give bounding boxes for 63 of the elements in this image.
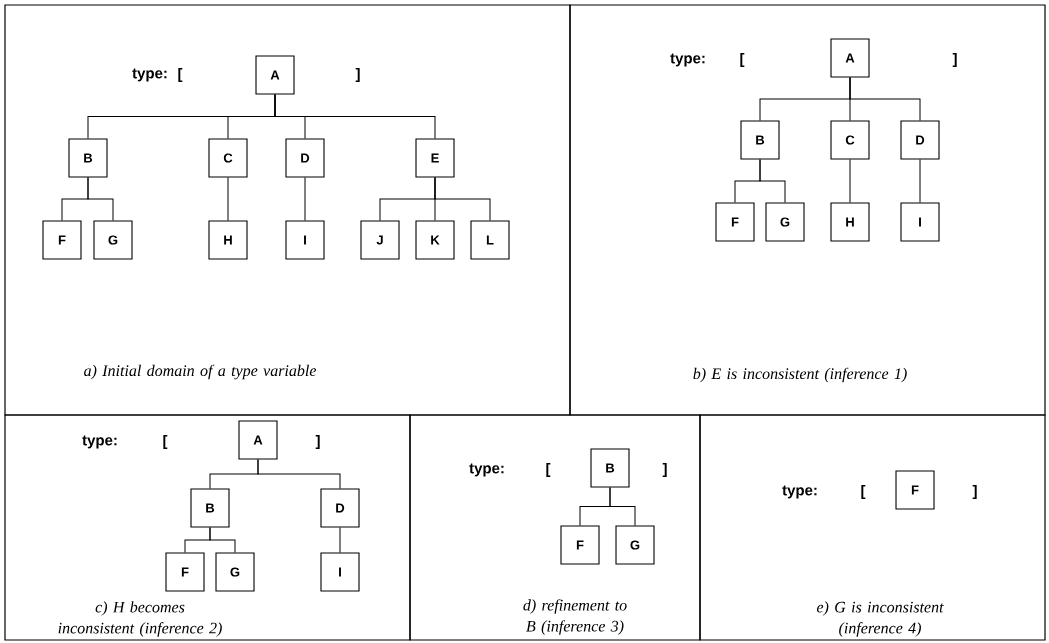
tree-connector [209,527,236,553]
bracket: ] [972,485,977,499]
panel-label: c) H becomes inconsistent (inference 2) [58,601,222,637]
type-box: F [895,470,935,510]
type-box: D [285,138,325,178]
tree-connector [434,177,491,221]
type-box: G [765,202,805,242]
type-label: type: [782,485,817,499]
tree-connector [609,487,636,526]
tree-connector [339,527,341,553]
panel-label: e) G is inconsistent (inference 4) [816,601,944,637]
panel-label: a) Initial domain of a type variable [84,364,317,380]
tree-connector [849,159,851,203]
panel-label: b) E is inconsistent (inference 1) [693,367,907,383]
tree-connector [304,177,306,221]
panel-label: d) refinement to B (inference 3) [523,599,627,635]
type-box: F [165,552,205,592]
tree-connector [87,177,114,221]
type-box: D [320,488,360,528]
type-box: H [830,202,870,242]
type-label: type: [82,435,117,449]
tree-connector [274,94,436,139]
bracket: ] [952,53,957,67]
type-box: C [830,120,870,160]
bracket: [ [546,463,551,477]
type-box: D [900,120,940,160]
type-box: J [360,220,400,260]
bracket: ] [662,463,667,477]
bracket: ] [315,435,320,449]
type-box: G [215,552,255,592]
bracket: [ [163,435,168,449]
bracket: [ [178,68,183,82]
type-label: type: [670,53,705,67]
tree-connector [257,459,341,489]
type-box: G [93,220,133,260]
type-box: B [190,488,230,528]
bracket: [ [740,53,745,67]
type-box: I [320,552,360,592]
type-box: I [900,202,940,242]
type-box: L [470,220,510,260]
type-box: F [42,220,82,260]
type-label: type: [469,463,504,477]
type-box: E [415,138,455,178]
type-box: C [208,138,248,178]
tree-connector [759,159,786,203]
tree-connector [227,177,229,221]
type-box: A [830,38,870,78]
type-box: B [590,448,630,488]
type-box: A [255,55,295,95]
type-box: A [238,420,278,460]
type-box: K [415,220,455,260]
type-box: B [740,120,780,160]
type-box: F [715,202,755,242]
tree-connector [849,77,921,121]
bracket: [ [861,485,866,499]
type-box: B [68,138,108,178]
bracket: ] [355,68,360,82]
type-box: I [285,220,325,260]
type-box: F [560,525,600,565]
type-label: type: [132,68,167,82]
tree-connector [919,159,921,203]
type-box: G [615,525,655,565]
type-box: H [208,220,248,260]
